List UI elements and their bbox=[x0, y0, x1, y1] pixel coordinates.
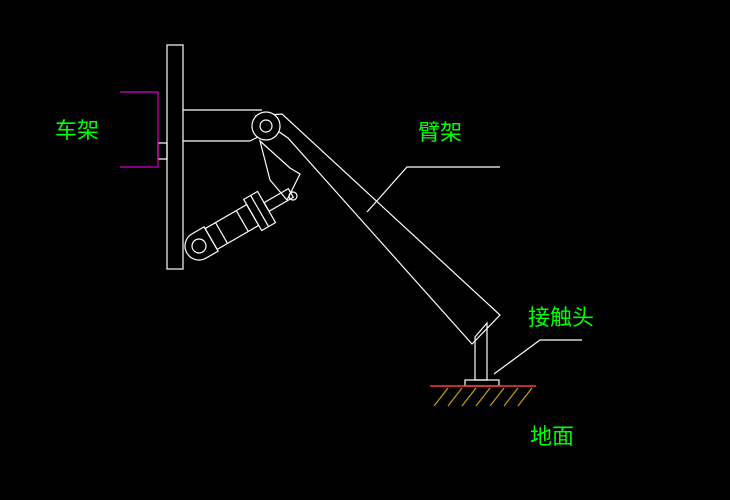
cylinder-lower-pin bbox=[191, 238, 207, 254]
frame-bracket bbox=[120, 91, 159, 168]
cylinder-clevis bbox=[184, 226, 219, 261]
cylinder-rod bbox=[263, 187, 295, 213]
frame-lug bbox=[157, 142, 168, 160]
arm-label: 臂架 bbox=[418, 121, 462, 146]
hydraulic-cylinder bbox=[184, 187, 295, 261]
ground-hatch bbox=[433, 387, 533, 407]
boom-side-plate bbox=[258, 139, 301, 202]
boom-arm bbox=[254, 113, 501, 345]
frame-plate bbox=[166, 44, 184, 270]
contact-head-label: 接触头 bbox=[528, 306, 594, 331]
ground-label: 地面 bbox=[530, 425, 574, 450]
cylinder-upper-pin bbox=[288, 191, 298, 201]
pivot-pin bbox=[259, 119, 273, 133]
arm-leader bbox=[366, 166, 500, 213]
contact-leader bbox=[493, 339, 582, 375]
contact-foot bbox=[464, 379, 500, 387]
frame-label: 车架 bbox=[55, 119, 99, 144]
contact-post bbox=[474, 321, 488, 381]
pivot-outer bbox=[251, 111, 281, 141]
